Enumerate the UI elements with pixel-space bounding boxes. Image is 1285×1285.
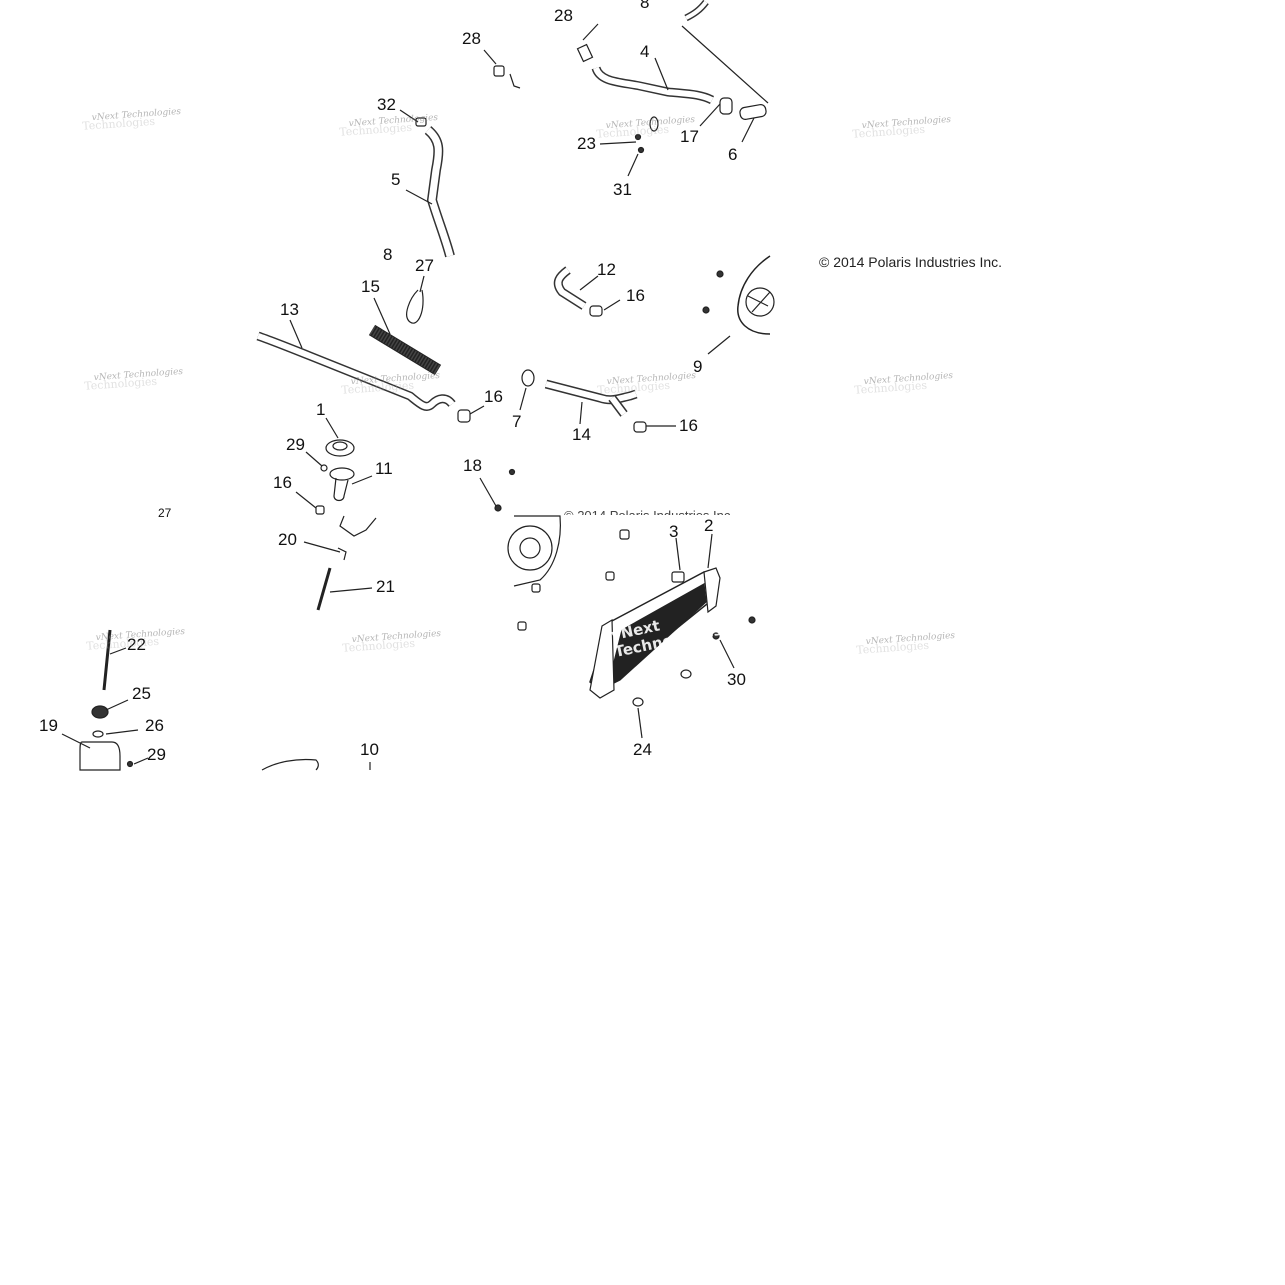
callout-16-a: 16: [484, 387, 503, 406]
clip-32: [415, 117, 427, 127]
radiator-2: [589, 567, 721, 699]
clip-20: [337, 547, 347, 561]
callout-23: 23: [577, 134, 596, 153]
clamp-7: [521, 369, 535, 387]
callout-3: 3: [669, 522, 679, 541]
fitting-16-a: [457, 409, 471, 423]
bracket-3: [671, 571, 685, 583]
callout-21: 21: [376, 577, 395, 596]
lower-part-10: [261, 758, 319, 771]
fitting-16-b: [589, 305, 603, 317]
callout-8-top: 8: [640, 0, 650, 12]
fan-assembly: [507, 515, 561, 587]
filler-neck-11: [329, 467, 355, 502]
fan-shroud-9: [737, 255, 775, 335]
fitting-16-d: [315, 505, 325, 515]
callout-15: 15: [361, 277, 380, 296]
callout-29-b: 29: [147, 745, 166, 764]
callout-6: 6: [728, 145, 738, 164]
callout-17: 17: [680, 127, 699, 146]
callout-27: 27: [415, 256, 434, 275]
rod-21: [316, 567, 332, 611]
callout-19: 19: [39, 716, 58, 735]
callout-7: 7: [512, 412, 522, 431]
fitting-28-top: [576, 43, 594, 63]
callout-31: 31: [613, 180, 632, 199]
callout-16-c: 16: [679, 416, 698, 435]
callout-4: 4: [640, 42, 650, 61]
callout-12: 12: [597, 260, 616, 279]
callout-29-a: 29: [286, 435, 305, 454]
bolt-31: [637, 146, 645, 154]
callout-28: 28: [462, 29, 481, 48]
callout-18: 18: [463, 456, 482, 475]
washer-26: [92, 730, 104, 738]
bolt-18: [494, 504, 502, 512]
callout-24: 24: [633, 740, 652, 759]
callout-10: 10: [360, 740, 379, 759]
callout-32: 32: [377, 95, 396, 114]
bolt-23: [634, 133, 642, 141]
clamp-17: [719, 97, 733, 115]
callout-13: 13: [280, 300, 299, 319]
callout-30: 30: [727, 670, 746, 689]
copyright-text-faded: © 2014 Polaris Industries Inc.: [564, 508, 734, 515]
callout-16-d: 16: [273, 473, 292, 492]
callout-9: 9: [693, 357, 703, 376]
callout-16-b: 16: [626, 286, 645, 305]
strap-27: [406, 289, 424, 324]
callout-5: 5: [391, 170, 401, 189]
tube-22: [102, 629, 112, 691]
callout-2: 2: [704, 516, 714, 535]
fitting-3a: [649, 116, 659, 132]
bracket: [339, 515, 377, 537]
grommet-24: [632, 697, 644, 707]
clamp-29: [320, 464, 328, 472]
callout-8: 8: [383, 245, 393, 264]
callout-22: 22: [127, 635, 146, 654]
callout-28-top: 28: [554, 6, 573, 25]
callout-27-left: 27: [158, 506, 172, 520]
callout-20: 20: [278, 530, 297, 549]
callout-25: 25: [132, 684, 151, 703]
cap-1: [325, 439, 355, 457]
pipe-6: [739, 104, 767, 120]
bolt-30: [712, 632, 720, 640]
callout-14: 14: [572, 425, 591, 444]
callout-1: 1: [316, 400, 326, 419]
fitting-16-c: [633, 421, 647, 433]
fitting-28: [493, 65, 505, 77]
callout-11: 11: [375, 459, 393, 478]
callout-26: 26: [145, 716, 164, 735]
cap-25: [91, 705, 109, 719]
copyright-text: © 2014 Polaris Industries Inc.: [819, 254, 1003, 270]
coil-15: [368, 324, 442, 376]
